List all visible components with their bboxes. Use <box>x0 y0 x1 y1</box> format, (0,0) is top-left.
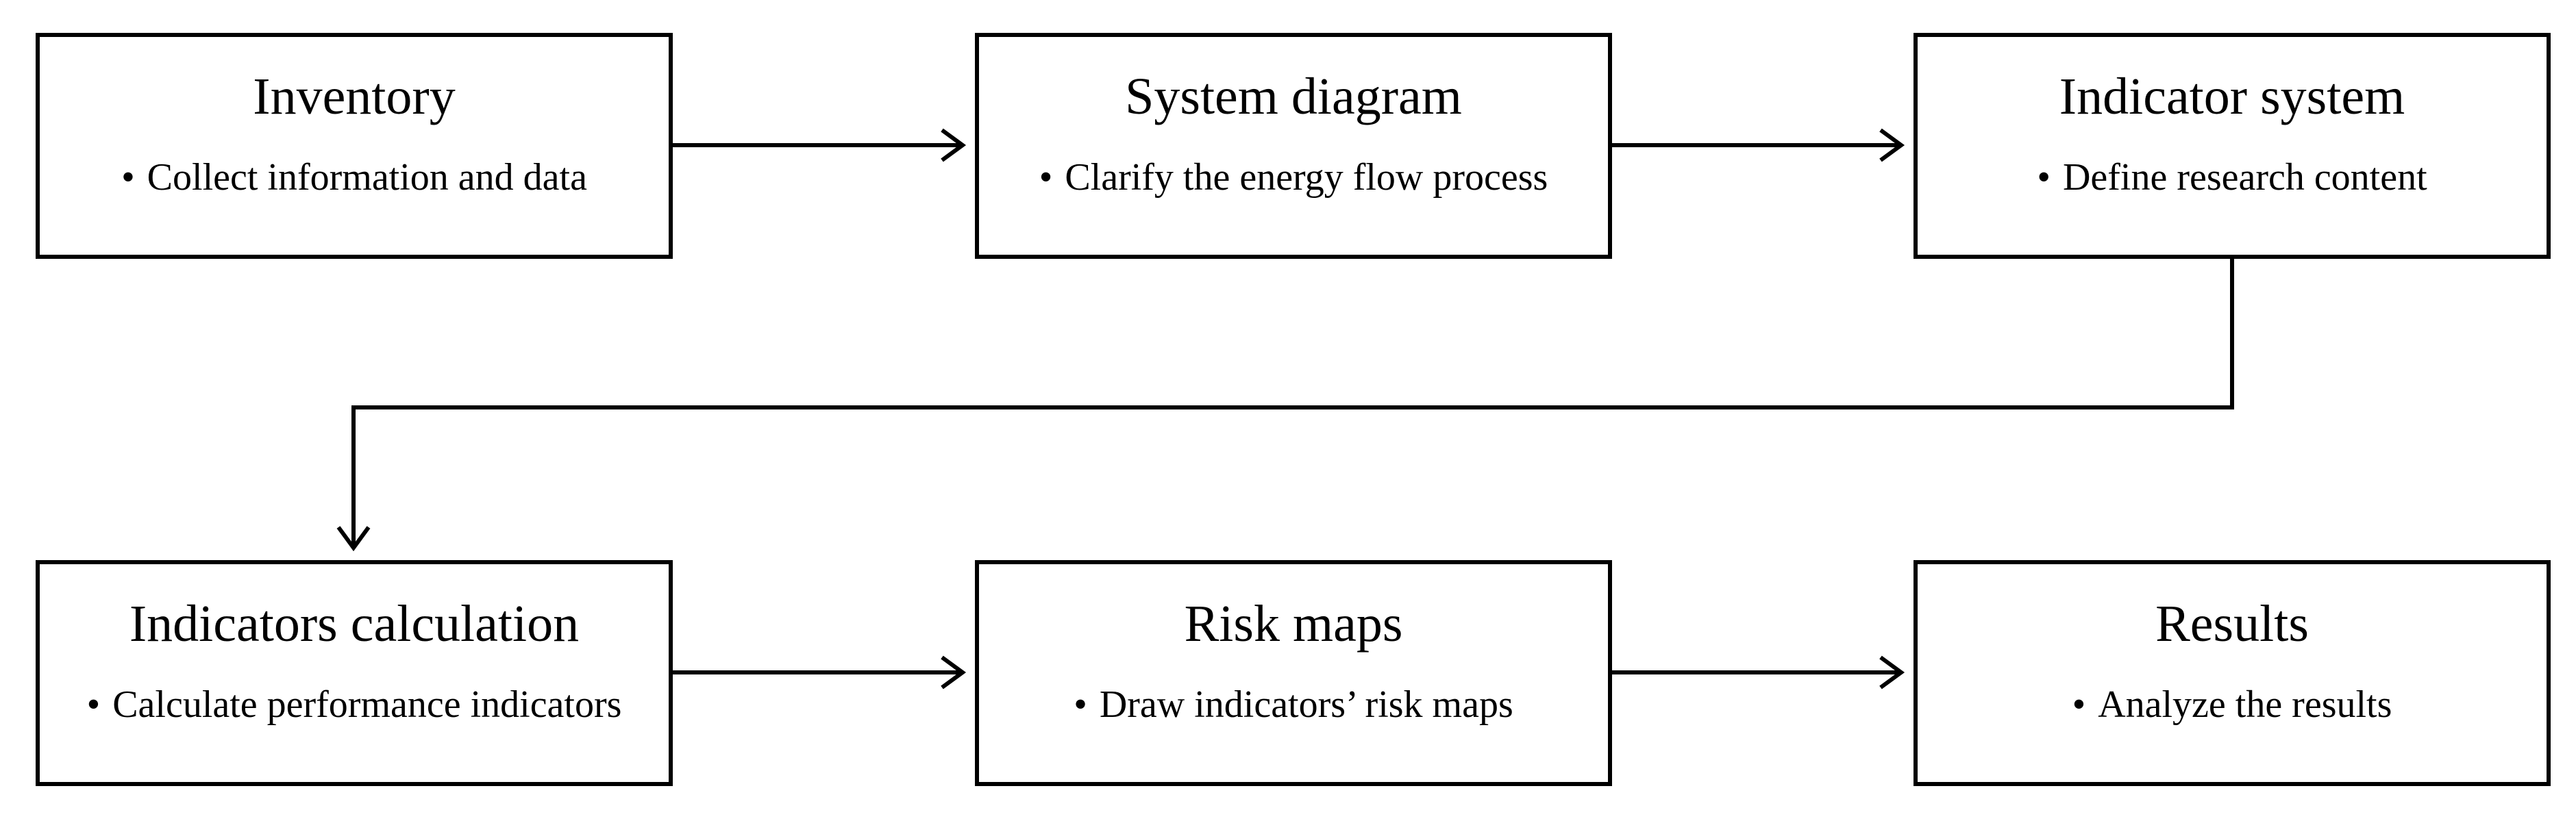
step-bullet: • Define research content <box>1918 153 2547 201</box>
bullet-dot: • <box>1039 156 1053 199</box>
arrow-indicator-system-to-indicators-calculation <box>336 259 2234 552</box>
step-bullet-text: Calculate performance indicators <box>112 683 622 726</box>
step-bullet-text: Draw indicators’ risk maps <box>1099 683 1513 726</box>
step-bullet: • Collect information and data <box>40 153 669 201</box>
bullet-dot: • <box>2037 156 2051 199</box>
step-risk-maps: Risk maps • Draw indicators’ risk maps <box>975 560 1612 786</box>
step-bullet: • Calculate performance indicators <box>40 681 669 729</box>
bullet-dot: • <box>2072 683 2086 726</box>
bullet-dot: • <box>121 156 135 199</box>
step-bullet: • Draw indicators’ risk maps <box>979 681 1608 729</box>
step-title: Risk maps <box>1184 595 1403 653</box>
step-title: Results <box>2155 595 2309 653</box>
step-title: Indicators calculation <box>129 595 580 653</box>
bullet-dot: • <box>1074 683 1087 726</box>
step-system-diagram: System diagram • Clarify the energy flow … <box>975 33 1612 259</box>
bullet-dot: • <box>86 683 101 726</box>
step-title: Indicator system <box>2059 68 2405 125</box>
step-bullet-text: Clarify the energy flow process <box>1065 156 1548 199</box>
arrow-risk-maps-to-results <box>1612 655 1905 690</box>
step-bullet-text: Analyze the results <box>2098 683 2392 726</box>
step-indicator-system: Indicator system • Define research conten… <box>1914 33 2551 259</box>
step-results: Results • Analyze the results <box>1914 560 2551 786</box>
arrow-inventory-to-system-diagram <box>673 128 967 162</box>
arrow-system-diagram-to-indicator-system <box>1612 128 1905 162</box>
step-bullet: • Clarify the energy flow process <box>979 153 1608 201</box>
arrow-indicators-calculation-to-risk-maps <box>673 655 967 690</box>
step-bullet: • Analyze the results <box>1918 681 2547 729</box>
step-title: Inventory <box>253 68 456 125</box>
step-inventory: Inventory • Collect information and data <box>36 33 673 259</box>
step-bullet-text: Define research content <box>2062 156 2427 199</box>
step-title: System diagram <box>1125 68 1462 125</box>
step-indicators-calculation: Indicators calculation • Calculate perfor… <box>36 560 673 786</box>
step-bullet-text: Collect information and data <box>147 156 587 199</box>
